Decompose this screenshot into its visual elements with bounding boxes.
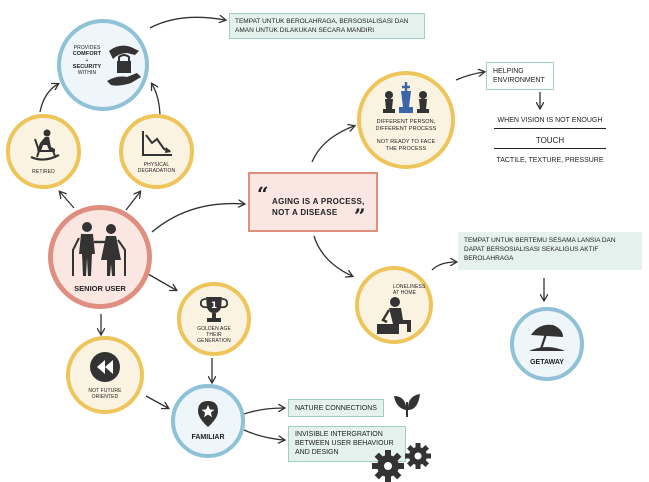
arrow-different-to-helping [455, 72, 484, 81]
arrow-senior-to-golden [147, 273, 176, 290]
comfort-key2-label: SECURITY [72, 64, 102, 70]
getaway-node: GETAWAY [510, 307, 584, 381]
arrow-familiar-to-nature [243, 408, 284, 415]
vision-text: WHEN VISION IS NOT ENOUGH [497, 117, 603, 124]
not-ready-label: NOT READY TO FACE THE PROCESS [376, 139, 436, 152]
location-pin-icon [198, 401, 218, 427]
quote-close-mark: ” [354, 204, 366, 228]
golden-age-label: GOLDEN AGE THEIR GENERATION [197, 325, 231, 344]
top-purpose-box: TEMPAT UNTUK BEROLAHRAGA, BERSOSIALISASI… [229, 13, 425, 39]
person-sitting-icon [377, 297, 411, 334]
tactile-text: TACTILE, TEXTURE, PRESSURE [496, 157, 604, 164]
senior-user-node: SENIOR USER [48, 205, 152, 309]
comfort-security-node: PROVIDES COMFORT + SECURITY WITHIN [57, 19, 149, 111]
arrow-loneliness-to-meet [431, 262, 456, 271]
familiar-label: FAMILIAR [191, 434, 225, 441]
loneliness-label: LONELINESS AT HOME [393, 284, 426, 296]
arrow-retired-to-comfort [39, 84, 58, 113]
beach-umbrella-icon [529, 324, 565, 351]
physical-degradation-label: PHYSICAL DEGRADATION [137, 162, 176, 174]
different-person-node: DIFFERENT PERSON, DIFFERENT PROCESS NOT … [357, 71, 455, 169]
arrow-comfort-to-top [149, 17, 225, 29]
physical-degradation-node: PHYSICAL DEGRADATION [119, 114, 194, 189]
senior-user-label: SENIOR USER [74, 284, 126, 293]
rewind-icon [90, 351, 120, 382]
touch-underline [494, 148, 606, 149]
meet-purpose-box: TEMPAT UNTUK BERTEMU SESAMA LANSIA DAN D… [458, 232, 642, 270]
retired-node: RETIRED [6, 114, 81, 189]
arrow-physical-to-comfort [152, 84, 161, 119]
nature-connections-box: NATURE CONNECTIONS [288, 399, 384, 417]
trophy-badge-number: 1 [211, 301, 217, 311]
comfort-key-label: COMFORT [72, 51, 102, 57]
touch-text: TOUCH [535, 136, 565, 145]
quote-line-1: AGING IS A PROCESS, [272, 197, 365, 206]
comfort-plus-label: + [85, 58, 89, 64]
quote-open-mark: “ [257, 182, 269, 206]
arrow-notfuture-to-familiar [145, 395, 168, 408]
declining-chart-icon [141, 131, 172, 156]
getaway-label: GETAWAY [530, 359, 564, 366]
not-future-node: NOT FUTURE ORIENTED [66, 336, 144, 414]
leaf-icon [394, 394, 420, 417]
arrow-quote-to-loneliness [313, 235, 352, 276]
retired-label: RETIRED [32, 168, 55, 175]
gears-icon [372, 443, 431, 482]
rocking-chair-icon [30, 129, 60, 161]
vision-underline [494, 128, 606, 129]
arrow-familiar-to-invisible [243, 429, 284, 440]
elderly-couple-icon [72, 222, 126, 276]
golden-age-node: 1 GOLDEN AGE THEIR GENERATION [177, 282, 251, 356]
arrow-quote-to-different [311, 126, 354, 163]
aging-quote-box: “ AGING IS A PROCESS, NOT A DISEASE ” [248, 172, 378, 232]
arrow-senior-to-retired [60, 192, 75, 209]
chess-pieces-icon [383, 82, 429, 113]
arrow-senior-to-physical [125, 192, 140, 211]
arrow-senior-to-quote [151, 204, 244, 233]
helping-environment-box: HELPING ENVIRONMENT [486, 62, 554, 90]
different-person-label: DIFFERENT PERSON, DIFFERENT PROCESS [375, 119, 437, 132]
familiar-node: FAMILIAR [171, 384, 245, 458]
trophy-icon: 1 [199, 296, 229, 322]
comfort-pre-label: PROVIDES [73, 45, 101, 51]
hands-icon [107, 45, 141, 86]
loneliness-node: LONELINESS AT HOME [355, 266, 433, 344]
not-future-label: NOT FUTURE ORIENTED [88, 387, 122, 400]
quote-line-2: NOT A DISEASE [272, 208, 338, 217]
comfort-post-label: WITHIN [77, 70, 97, 76]
